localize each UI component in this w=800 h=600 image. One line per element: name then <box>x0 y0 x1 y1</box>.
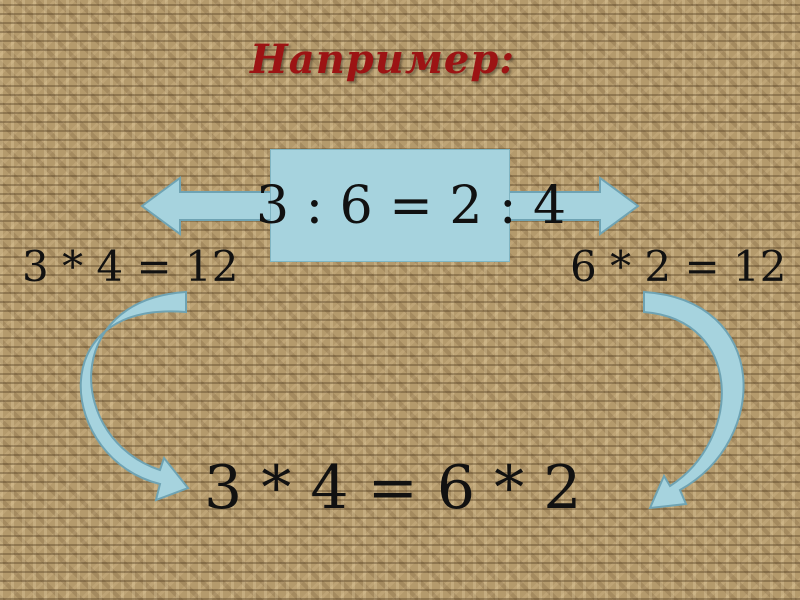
left-arrow-icon <box>140 176 273 236</box>
left-curved-arrow-icon <box>79 290 190 502</box>
equality-formula: 3 * 4 = 6 * 2 <box>204 453 582 523</box>
slide-title: Например: <box>250 36 516 83</box>
means-product-formula: 6 * 2 = 12 <box>570 242 787 291</box>
right-curved-arrow-icon <box>643 290 745 510</box>
proportion-formula: 3 : 6 = 2 : 4 <box>256 176 567 236</box>
proportion-box <box>270 149 510 262</box>
extremes-product-formula: 3 * 4 = 12 <box>22 242 239 291</box>
